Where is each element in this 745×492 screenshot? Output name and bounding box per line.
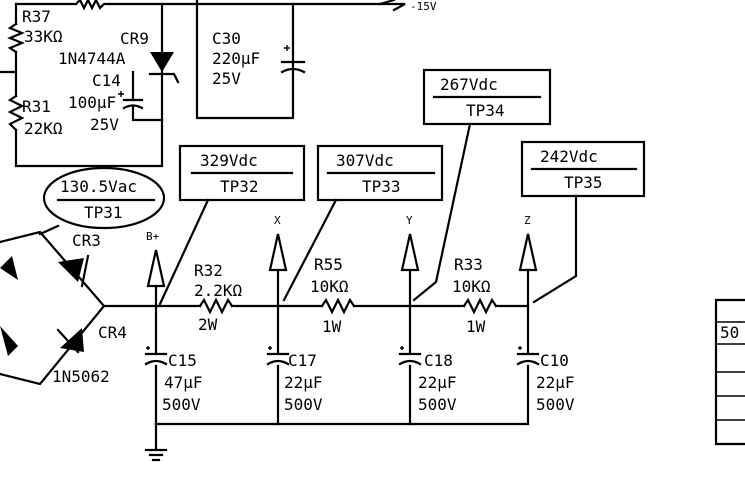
ground-symbol <box>144 448 168 462</box>
y-node-label: Y <box>406 214 413 227</box>
c18-value: 22μF <box>418 373 457 392</box>
c14-voltage: 25V <box>90 115 119 134</box>
r32-resistor <box>198 297 234 315</box>
r33-power: 1W <box>466 317 486 336</box>
c10-capacitor <box>516 346 540 366</box>
cr9-zener-diode <box>148 52 180 84</box>
z-node-label: Z <box>524 214 531 227</box>
r31-value: 22KΩ <box>24 119 63 138</box>
tp33-box: 307Vdc TP33 <box>282 144 444 302</box>
c30-value: 220μF <box>212 49 260 68</box>
r37-ref: R37 <box>22 7 51 26</box>
x-node-arrow <box>268 233 288 308</box>
tp31-name: TP31 <box>84 203 123 222</box>
tp34-name: TP34 <box>466 101 505 120</box>
r31-resistor <box>7 94 25 132</box>
bplus-node-arrow <box>146 249 166 308</box>
c17-capacitor <box>266 346 290 366</box>
cr4-diode <box>56 328 84 354</box>
right-table-text: 50 <box>720 323 739 342</box>
r33-value: 10KΩ <box>452 277 491 296</box>
c17-value: 22μF <box>284 373 323 392</box>
tp32-value: 329Vdc <box>200 151 258 170</box>
cr9-ref: CR9 <box>120 29 149 48</box>
cr3-ref: CR3 <box>72 231 101 250</box>
r55-value: 10KΩ <box>310 277 349 296</box>
filter-chain: B+ X Y Z R32 2.2KΩ 2W R55 10KΩ 1W R33 10… <box>102 214 575 462</box>
cr4-part: 1N5062 <box>52 367 110 386</box>
c17-ref: C17 <box>288 351 317 370</box>
r33-ref: R33 <box>454 255 483 274</box>
r37-resistor <box>7 22 25 54</box>
tp31-marker: 130.5Vac TP31 <box>38 166 166 236</box>
cr3-left-diode <box>0 256 18 280</box>
c14-capacitor <box>118 91 144 110</box>
r55-resistor <box>320 297 356 315</box>
r31-ref: R31 <box>22 97 51 116</box>
c15-capacitor <box>144 346 168 366</box>
tp32-name: TP32 <box>220 177 259 196</box>
r55-ref: R55 <box>314 255 343 274</box>
cr9-part: 1N4744A <box>58 49 126 68</box>
c18-voltage: 500V <box>418 395 457 414</box>
tp35-value: 242Vdc <box>540 147 598 166</box>
partial-right-table: 50 <box>714 298 745 446</box>
tp33-name: TP33 <box>362 177 401 196</box>
cr4-left-diode <box>0 326 18 356</box>
r32-value: 2.2KΩ <box>194 281 243 300</box>
r33-resistor <box>462 297 498 315</box>
c17-voltage: 500V <box>284 395 323 414</box>
r32-power: 2W <box>198 315 218 334</box>
c15-ref: C15 <box>168 351 197 370</box>
cr4-ref: CR4 <box>98 323 127 342</box>
tp34-box: 267Vdc TP34 <box>412 68 552 302</box>
z-node-arrow <box>518 233 538 308</box>
tp35-name: TP35 <box>564 173 603 192</box>
c30-capacitor <box>280 45 306 74</box>
c30-voltage: 25V <box>212 69 241 88</box>
c15-value: 47μF <box>164 373 203 392</box>
r55-power: 1W <box>322 317 342 336</box>
bplus-node-label: B+ <box>146 230 160 243</box>
c18-ref: C18 <box>424 351 453 370</box>
c10-value: 22μF <box>536 373 575 392</box>
tp31-value: 130.5Vac <box>60 177 137 196</box>
c30-ref: C30 <box>212 29 241 48</box>
cr3-diode <box>58 254 90 288</box>
r32-ref: R32 <box>194 261 223 280</box>
r37-value: 33KΩ <box>24 27 63 46</box>
neg15-rail-label: -15V <box>410 0 437 13</box>
tp35-box: 242Vdc TP35 <box>520 140 646 304</box>
tp32-box: 329Vdc TP32 <box>158 144 306 306</box>
c10-ref: C10 <box>540 351 569 370</box>
c10-voltage: 500V <box>536 395 575 414</box>
c15-voltage: 500V <box>162 395 201 414</box>
bridge-rectifier: CR3 CR4 1N5062 <box>0 230 127 386</box>
top-left-regulator: -15V R37 33KΩ R31 22KΩ CR9 1N4744A <box>0 0 437 168</box>
c14-ref: C14 <box>92 71 121 90</box>
c14-value: 100μF <box>68 93 116 112</box>
x-node-label: X <box>274 214 281 227</box>
c18-capacitor <box>398 346 422 366</box>
tp34-value: 267Vdc <box>440 75 498 94</box>
tp33-value: 307Vdc <box>336 151 394 170</box>
y-node-arrow <box>400 233 420 308</box>
